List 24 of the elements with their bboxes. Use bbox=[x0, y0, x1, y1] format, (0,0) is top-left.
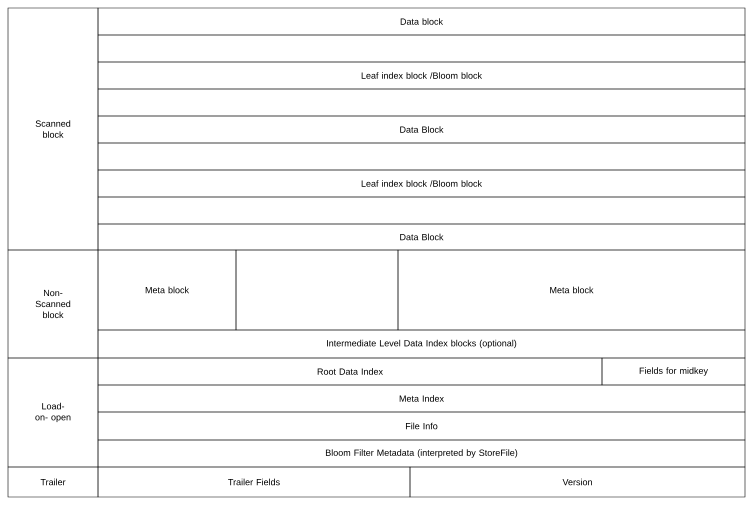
block-cell: Intermediate Level Data Index blocks (optional) bbox=[98, 330, 746, 358]
block-cell: Data Block bbox=[98, 116, 746, 144]
block-cell: Root Data Index bbox=[98, 358, 602, 386]
row-label-cell: Non- Scanned block bbox=[8, 250, 98, 358]
row-label-cell: Load- on- open bbox=[8, 358, 98, 468]
block-cell: Meta block bbox=[98, 250, 236, 330]
block-cell: Data Block bbox=[98, 224, 746, 250]
block-cell: Meta Index bbox=[98, 384, 746, 412]
row-label-cell: Trailer bbox=[8, 466, 98, 498]
block-cell: Data block bbox=[98, 8, 746, 36]
empty-cell bbox=[236, 250, 398, 330]
empty-cell bbox=[98, 196, 746, 224]
block-cell: Bloom Filter Metadata (interpreted by StoreFile) bbox=[98, 440, 746, 468]
block-cell: Trailer Fields bbox=[98, 466, 410, 498]
block-cell: Leaf index block /Bloom block bbox=[98, 62, 746, 90]
block-cell: Meta block bbox=[398, 250, 746, 330]
row-label-cell: Scanned block bbox=[8, 8, 98, 250]
block-cell: File Info bbox=[98, 412, 746, 440]
block-cell: Fields for midkey bbox=[602, 358, 746, 386]
block-cell: Version bbox=[410, 466, 746, 498]
empty-cell bbox=[98, 88, 746, 116]
block-cell: Leaf index block /Bloom block bbox=[98, 170, 746, 198]
empty-cell bbox=[98, 142, 746, 170]
empty-cell bbox=[98, 34, 746, 62]
